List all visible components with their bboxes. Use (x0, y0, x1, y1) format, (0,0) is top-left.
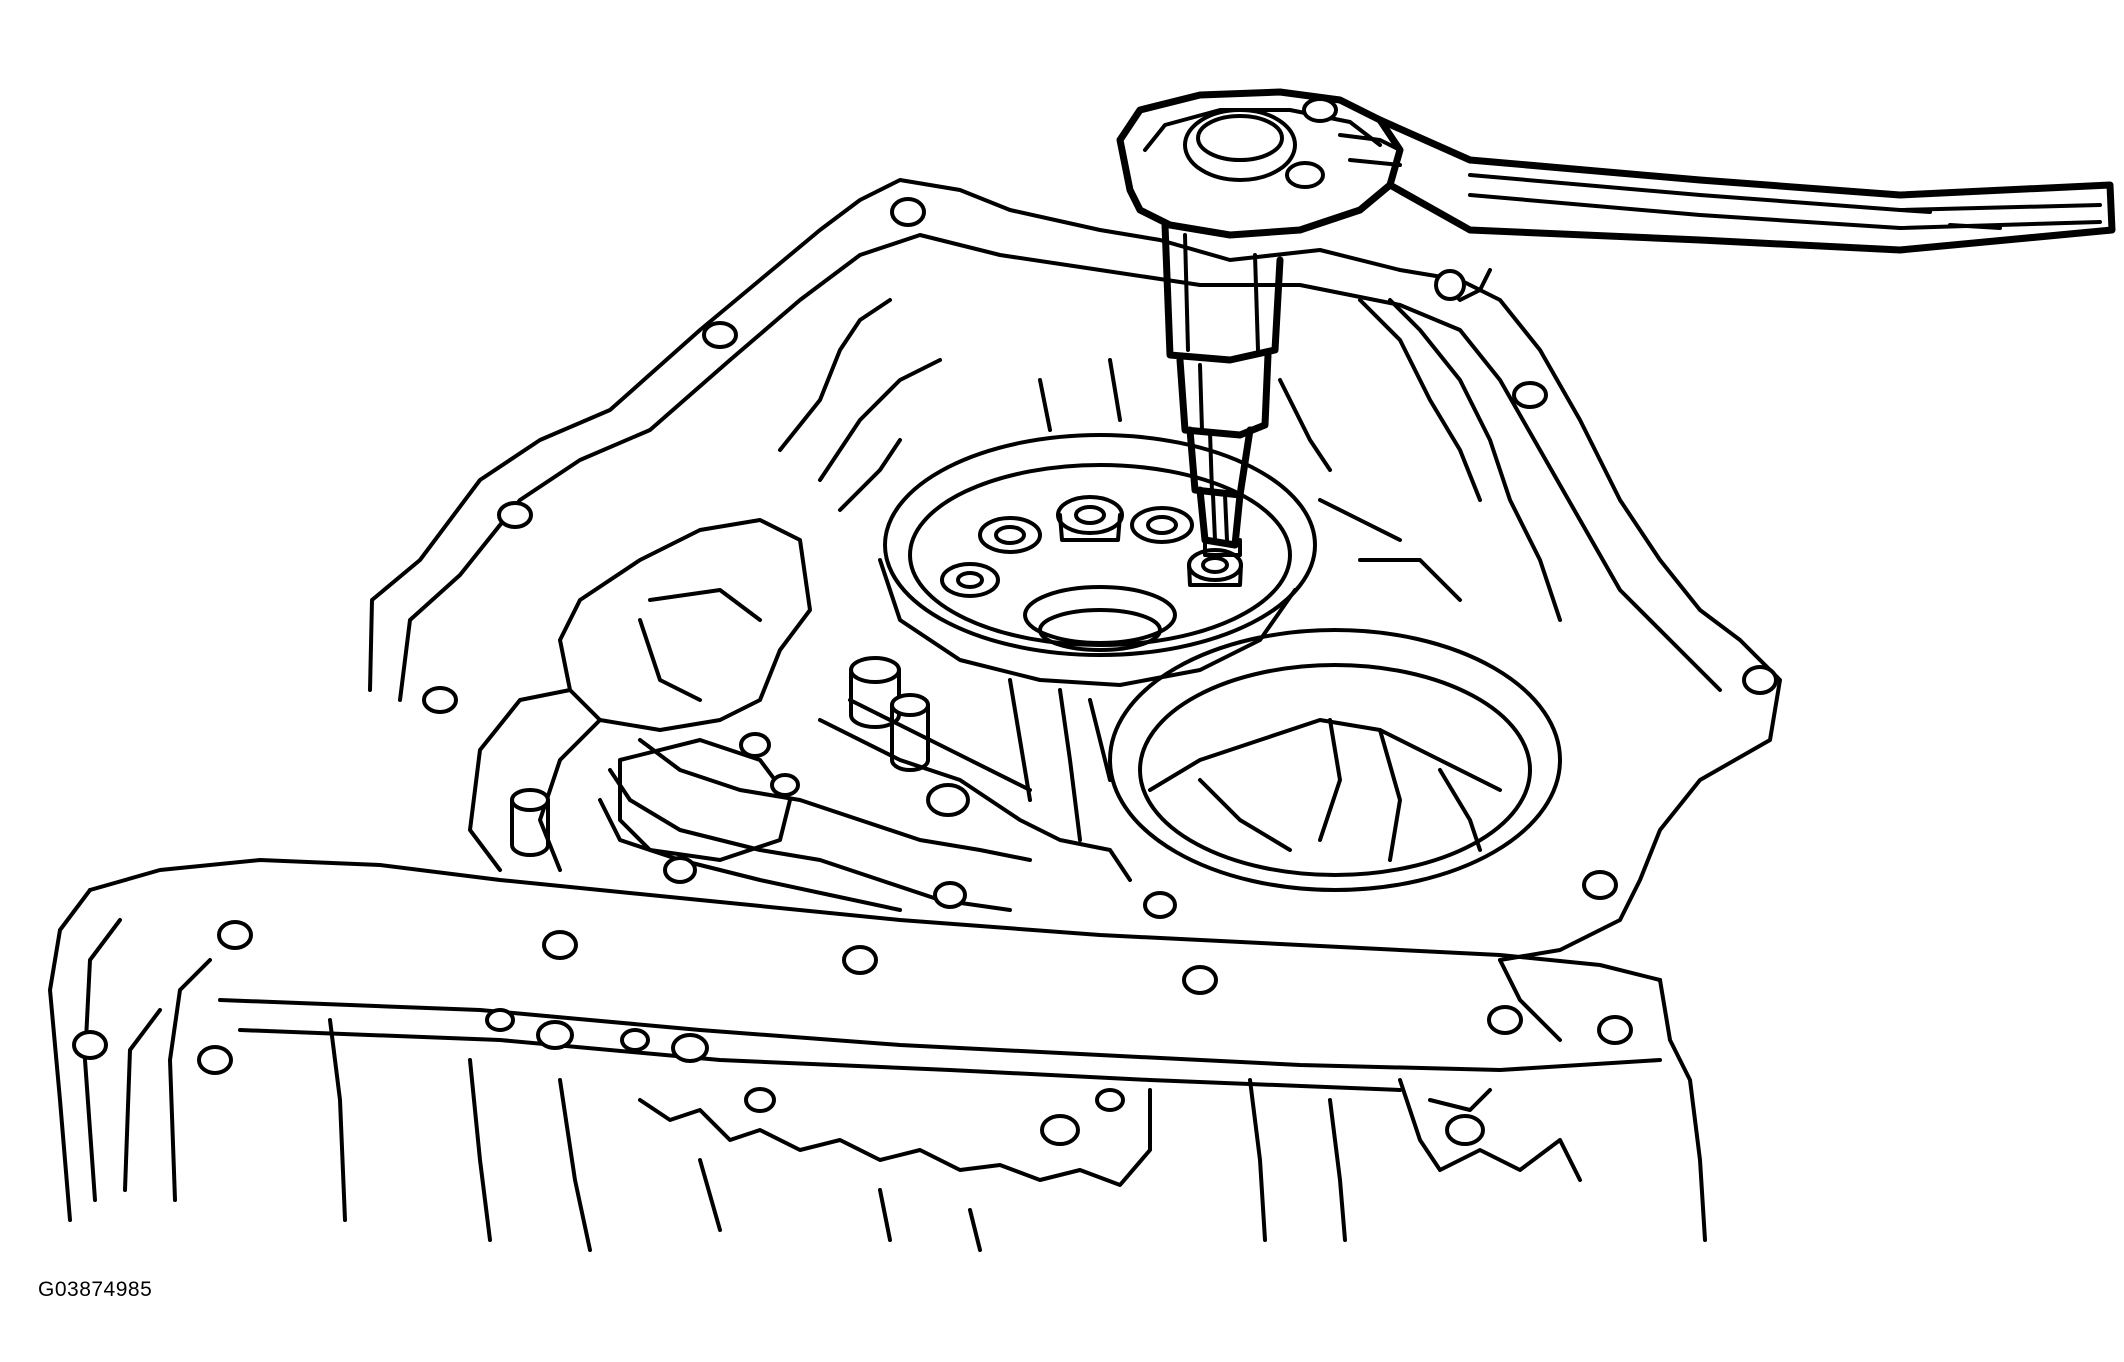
ratchet-wrench (1116, 88, 2116, 254)
bolt-2 (1056, 495, 1124, 535)
bolt-1 (978, 516, 1042, 554)
figure-code: G03874985 (38, 1278, 153, 1301)
bolt-3 (1130, 506, 1194, 544)
oil-pan-flange (48, 858, 1707, 1242)
bolt-4 (940, 562, 1000, 598)
differential-bore (1108, 628, 1562, 892)
valve-body-lower (328, 1018, 1582, 1252)
housing-outline (368, 178, 1782, 962)
dowel-pins (510, 656, 930, 857)
fluid-passages (598, 678, 1132, 912)
bore-bolts (940, 495, 1243, 598)
center-support-bore (878, 433, 1317, 687)
socket-extension (1161, 221, 1284, 557)
housing-inner-walls (468, 268, 1562, 872)
flange-holes (72, 197, 1778, 1146)
